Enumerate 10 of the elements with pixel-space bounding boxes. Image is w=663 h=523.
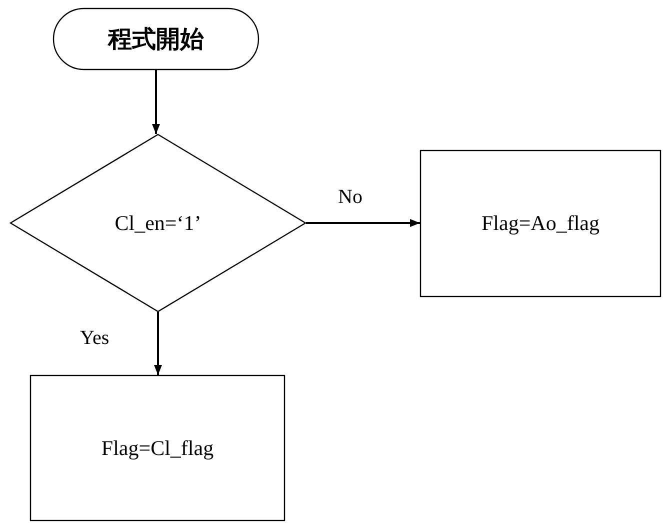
process-box	[420, 150, 661, 297]
arrow	[154, 312, 162, 375]
arrow	[152, 70, 160, 134]
node-label: Flag=Cl_flag	[101, 436, 214, 460]
node-label: 程式開始	[108, 26, 204, 55]
decision-diamond	[10, 134, 306, 312]
process-box	[30, 375, 285, 521]
node-label: Cl_en=‘1’	[114, 210, 202, 236]
arrow	[306, 219, 420, 227]
node-label: Flag=Ao_flag	[482, 211, 600, 236]
